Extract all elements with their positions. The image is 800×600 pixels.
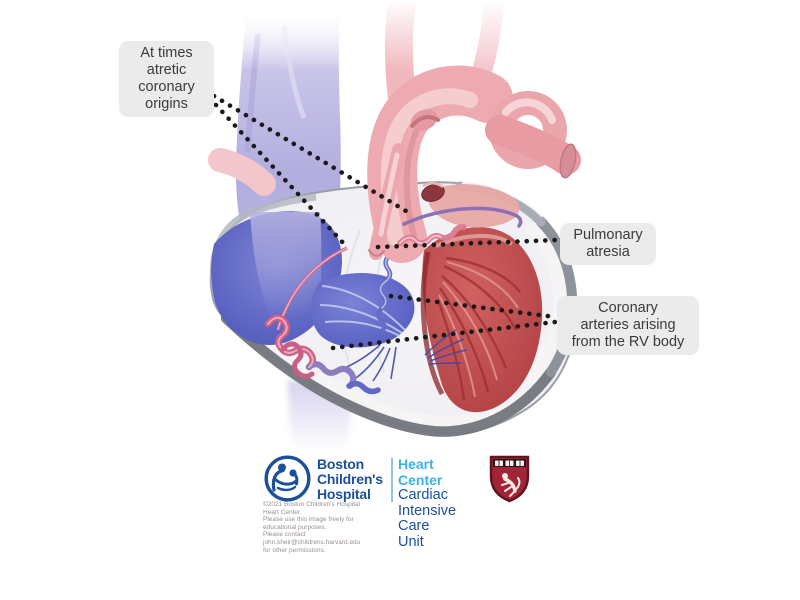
rv-outflow-vessels (397, 206, 523, 246)
leader-coronary-rv-b (330, 319, 558, 351)
callout-coronary-rv-body: Coronary arteries arising from the RV bo… (557, 296, 699, 355)
unit-name-block: Heart Center Cardiac Intensive Care Unit (398, 456, 457, 550)
fine-print: ©2021 Boston Children's Hospital Heart C… (263, 501, 360, 554)
harvard-medical-shield-icon (489, 455, 530, 503)
fine-print-line: Please contact john.kheir@childrens.harv… (263, 531, 361, 554)
atretic-pulmonary-trunk (368, 143, 406, 260)
unit-title: Heart Center (398, 456, 443, 488)
tricuspid-valve-fan (311, 272, 468, 382)
leader-coronary-rv-a (388, 293, 558, 320)
leader-atretic-origins-b (213, 102, 349, 249)
arch-knob (410, 109, 438, 131)
right-coronary-artery (276, 246, 348, 331)
boston-childrens-hospital-logo-icon (264, 455, 311, 502)
coronary-collaterals (264, 251, 394, 395)
fine-print-line: ©2021 Boston Children's Hospital Heart C… (263, 501, 361, 516)
atrial-appendage-region (421, 182, 520, 228)
leader-atretic-origins-a (211, 93, 414, 217)
callout-atretic-coronary-origins: At times atretic coronary origins (119, 41, 214, 117)
hospital-name: Boston Children's Hospital (317, 456, 383, 502)
cut-vessel-opening (421, 184, 445, 202)
top-fade (150, 0, 650, 70)
left-pulmonary-artery-stub (208, 148, 276, 196)
leader-pulmonary-atresia (375, 237, 559, 250)
unit-subtitle: Cardiac Intensive Care Unit (398, 487, 457, 550)
logo-separator (391, 458, 393, 502)
rv-trabeculae (436, 256, 521, 401)
fine-print-line: Please use this image freely for educati… (263, 516, 354, 531)
svc-front-column (250, 212, 322, 318)
leader-dots (211, 93, 559, 351)
callout-pulmonary-atresia: Pulmonary atresia (560, 223, 656, 265)
